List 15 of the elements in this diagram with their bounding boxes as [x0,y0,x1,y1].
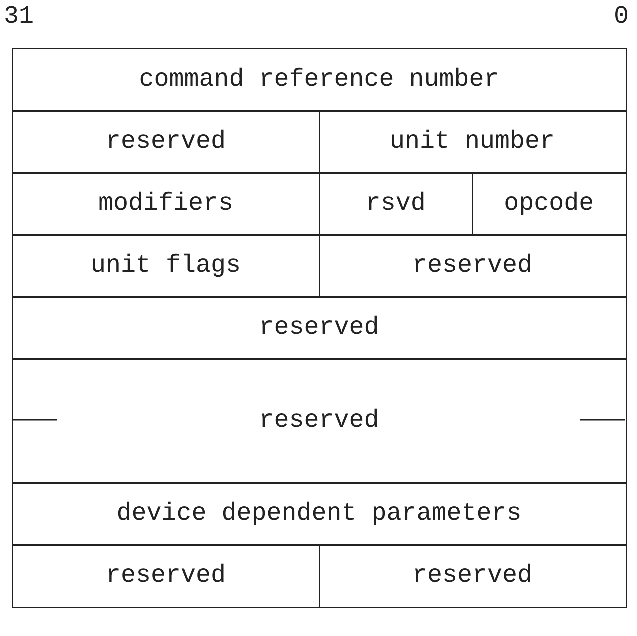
field-box: unit flags [12,234,320,298]
field-box: reserved [318,234,626,298]
field-box: reserved [12,544,320,608]
field-box: reserved [318,544,626,608]
field-box: command reference number [12,48,626,112]
bit-number: 0 [614,2,629,31]
field-box: reserved [12,358,626,484]
field-box: unit number [318,110,626,174]
field-box: rsvd [318,172,474,236]
field-box: modifiers [12,172,320,236]
field-box: device dependent parameters [12,482,626,546]
bit-number: 31 [4,2,34,31]
field-box: opcode [472,172,626,236]
field-box: reserved [12,296,626,360]
field-box: reserved [12,110,320,174]
